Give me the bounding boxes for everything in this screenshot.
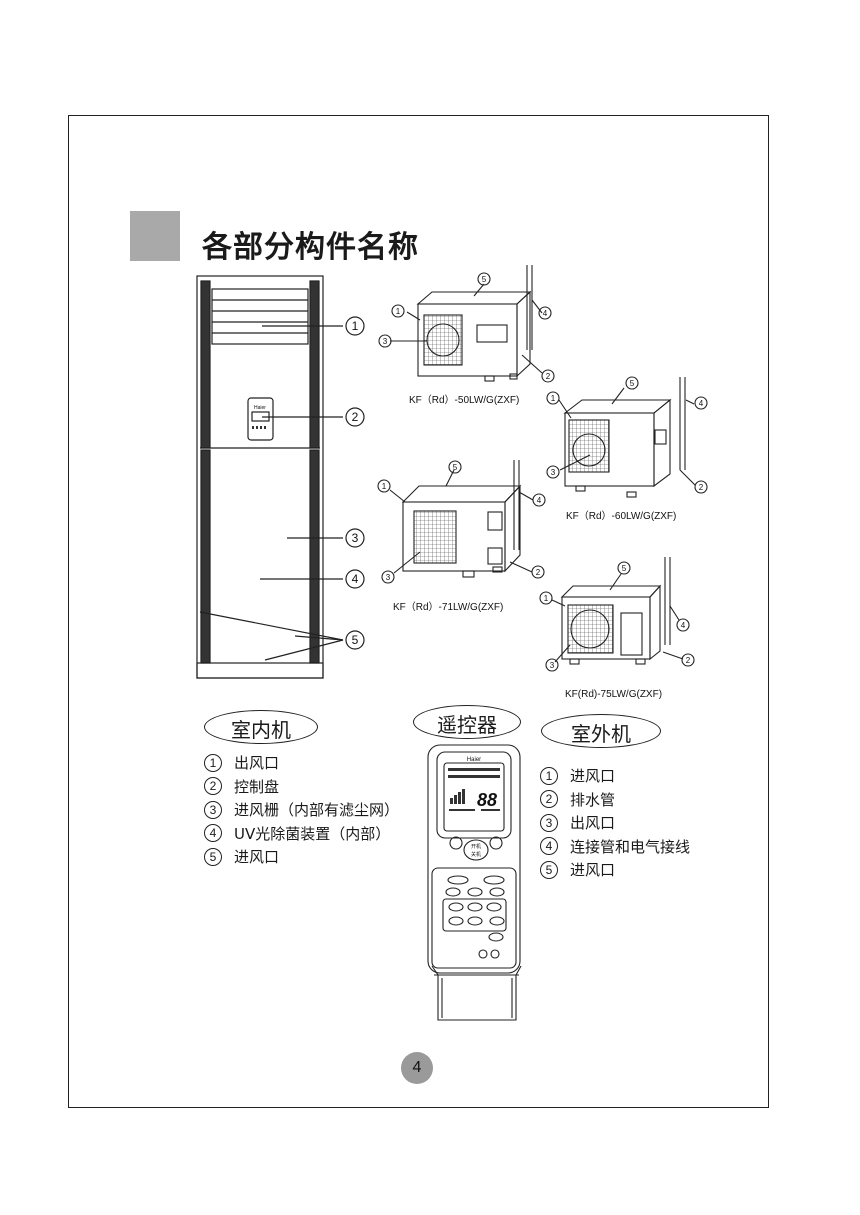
- outdoor-heading: 室外机: [571, 722, 631, 746]
- model-label-75: KF(Rd)-75LW/G(ZXF): [565, 689, 663, 700]
- indoor-heading-frame: [204, 710, 318, 744]
- model-label-60: KF（Rd）-60LW/G(ZXF): [566, 511, 677, 522]
- page-frame: [68, 115, 769, 1108]
- remote-heading-frame: [413, 705, 521, 739]
- model-label-50: KF（Rd）-50LW/G(ZXF): [409, 395, 520, 406]
- outdoor-heading-frame: [541, 714, 661, 748]
- model-label-71: KF（Rd）-71LW/G(ZXF): [393, 602, 504, 613]
- remote-heading: 遥控器: [437, 713, 497, 737]
- page-title: 各部分构件名称: [202, 230, 419, 265]
- indoor-heading: 室内机: [231, 718, 291, 742]
- page-number: 4: [401, 1052, 433, 1084]
- section-marker: [130, 211, 180, 261]
